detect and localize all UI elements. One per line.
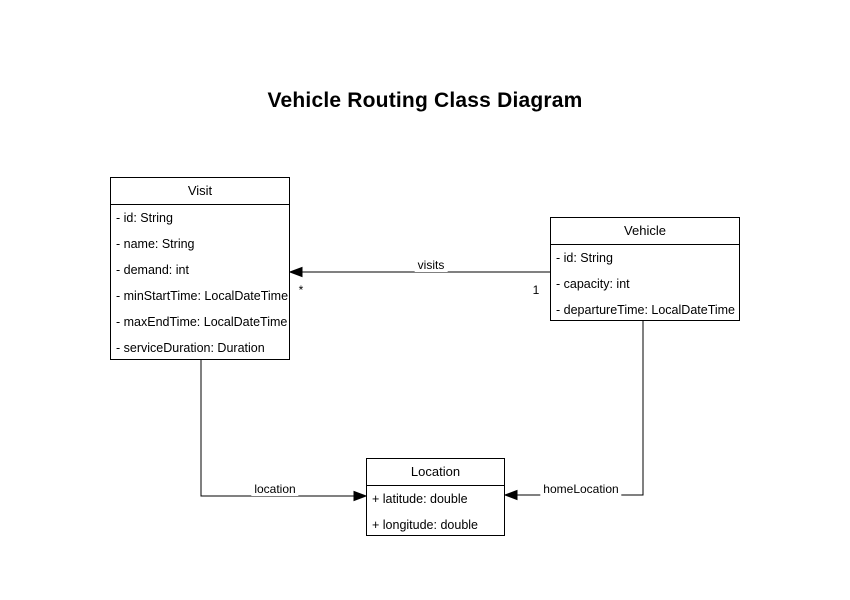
edge-visits-arrowhead-icon	[288, 266, 303, 278]
class-vehicle-attribute: - capacity: int	[556, 277, 630, 291]
class-visit-attribute: - name: String	[116, 237, 195, 251]
edge-location[interactable]	[200, 360, 368, 502]
edge-homeLocation[interactable]	[503, 321, 644, 501]
class-vehicle-name: Vehicle	[551, 218, 739, 245]
multiplicity-visits-source: 1	[531, 283, 541, 297]
class-box-location[interactable]: Location + latitude: double + longitude:…	[366, 458, 505, 536]
class-visit-attribute: - id: String	[116, 211, 173, 225]
class-vehicle-attribute: - departureTime: LocalDateTime	[556, 303, 736, 317]
class-visit-name: Visit	[111, 178, 289, 205]
edge-location-arrowhead-icon	[353, 490, 368, 502]
class-vehicle-attribute: - id: String	[556, 251, 613, 265]
class-visit-attribute: - maxEndTime: LocalDateTime	[116, 315, 288, 329]
class-visit-attribute: - minStartTime: LocalDateTime	[116, 289, 289, 303]
diagram-title: Vehicle Routing Class Diagram	[267, 89, 583, 112]
edge-homeLocation-arrowhead-icon	[503, 489, 518, 501]
multiplicity-visits-target: *	[297, 283, 305, 297]
class-visit-attribute: - demand: int	[116, 263, 189, 277]
edge-homeLocation-line[interactable]	[514, 321, 644, 496]
class-location-name: Location	[367, 459, 504, 486]
edge-location-line[interactable]	[200, 360, 357, 497]
edge-visits[interactable]	[288, 266, 550, 278]
class-visit-attribute: - serviceDuration: Duration	[116, 341, 265, 355]
edge-label-location: location	[251, 482, 299, 496]
class-location-attribute: + latitude: double	[372, 492, 468, 506]
class-box-visit[interactable]: Visit - id: String - name: String - dema…	[110, 177, 290, 360]
edge-label-homeLocation: homeLocation	[540, 482, 622, 496]
class-box-vehicle[interactable]: Vehicle - id: String - capacity: int - d…	[550, 217, 740, 321]
edge-label-visits: visits	[414, 258, 448, 272]
class-location-attribute: + longitude: double	[372, 518, 478, 532]
